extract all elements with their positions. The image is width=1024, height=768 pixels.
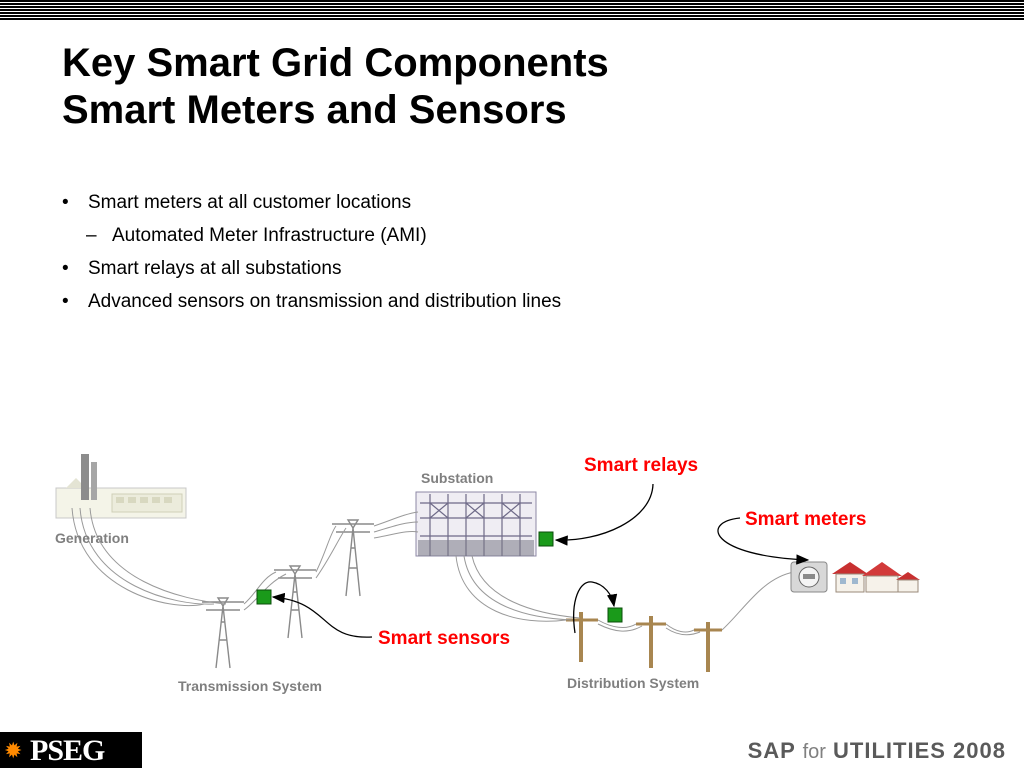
transmission-tower-icon bbox=[202, 597, 244, 669]
transmission-tower-icon bbox=[332, 519, 374, 597]
smart-relays-arrow bbox=[554, 483, 654, 546]
utility-pole-icon bbox=[636, 616, 666, 668]
pseg-logo-text: PSEG bbox=[30, 734, 105, 767]
smart-sensors-label: Smart sensors bbox=[378, 628, 510, 649]
title-line-1: Key Smart Grid Components bbox=[62, 41, 609, 85]
smart-relays-label: Smart relays bbox=[584, 455, 698, 476]
smart-sensors-arrow bbox=[271, 592, 373, 638]
substation-icon bbox=[415, 491, 537, 557]
smart-sensor-box bbox=[256, 589, 272, 605]
distribution-system-label: Distribution System bbox=[567, 675, 699, 691]
for-text: for bbox=[802, 741, 826, 763]
bullet-text: Advanced sensors on transmission and dis… bbox=[88, 291, 562, 312]
smart-meter-icon bbox=[790, 561, 828, 593]
smart-sensor-box bbox=[607, 607, 623, 623]
power-plant-icon bbox=[55, 454, 187, 519]
pseg-logo: ✹ PSEG bbox=[0, 732, 142, 768]
slide-title: Key Smart Grid Components Smart Meters a… bbox=[62, 40, 609, 134]
sun-icon: ✹ bbox=[4, 738, 23, 763]
transmission-tower-icon bbox=[274, 565, 316, 639]
bullet-text: Smart meters at all customer locations bbox=[88, 192, 412, 213]
distribution-sensor-arrow bbox=[573, 581, 618, 634]
sap-brand-text: SAP bbox=[747, 738, 796, 763]
sub-bullet-item: –Automated Meter Infrastructure (AMI) bbox=[62, 219, 561, 252]
bullet-item: • Advanced sensors on transmission and di… bbox=[62, 285, 561, 318]
title-line-2: Smart Meters and Sensors bbox=[62, 88, 567, 132]
bullet-mark: • bbox=[62, 291, 69, 312]
sap-for-utilities-logo: SAP for UTILITIES 2008 bbox=[748, 738, 1006, 764]
smart-meters-label: Smart meters bbox=[745, 509, 866, 530]
smart-meters-arrow bbox=[717, 517, 810, 565]
distribution-lines bbox=[455, 555, 795, 636]
bullet-text: Smart relays at all substations bbox=[88, 258, 342, 279]
bullet-mark: • bbox=[62, 258, 69, 279]
bullet-mark: – bbox=[86, 225, 97, 246]
bullet-item: • Smart relays at all substations bbox=[62, 252, 561, 285]
houses-icon bbox=[832, 562, 920, 593]
bullet-list: •Smart meters at all customer locations … bbox=[62, 186, 561, 318]
bullet-mark: • bbox=[62, 192, 69, 213]
transmission-system-label: Transmission System bbox=[178, 678, 322, 694]
generation-label: Generation bbox=[55, 530, 129, 546]
bullet-item: • Smart meters at all customer locations bbox=[62, 186, 561, 219]
utilities-year-text: UTILITIES 2008 bbox=[833, 738, 1006, 763]
smart-relay-box bbox=[538, 531, 554, 547]
substation-label: Substation bbox=[421, 470, 493, 486]
bullet-text: Automated Meter Infrastructure (AMI) bbox=[112, 225, 427, 246]
top-stripe-bar bbox=[0, 0, 1024, 20]
utility-pole-icon bbox=[694, 622, 722, 672]
